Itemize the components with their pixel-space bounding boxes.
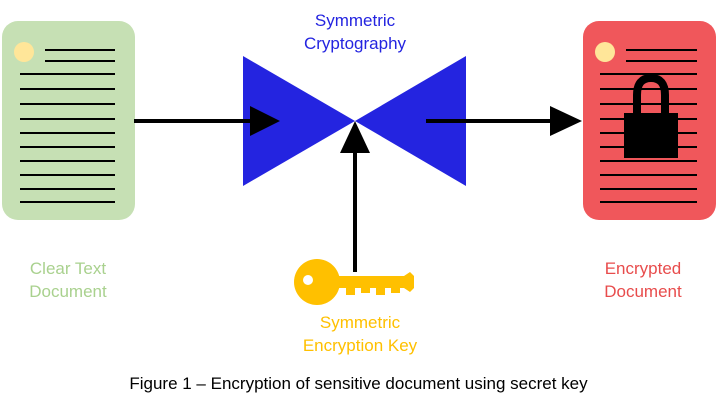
clear-document-dot	[14, 42, 34, 62]
figure-caption: Figure 1 – Encryption of sensitive docum…	[129, 374, 588, 393]
arrow-clear-to-crypto	[134, 106, 280, 136]
encrypted-label-line-1: Encrypted	[604, 259, 682, 278]
padlock-icon	[624, 73, 678, 158]
key-icon	[294, 259, 414, 305]
bowtie-right-triangle	[355, 56, 466, 186]
crypto-label-line-2: Cryptography	[303, 34, 407, 53]
bowtie-left-triangle	[243, 56, 355, 186]
clear-document-lines	[20, 49, 115, 203]
arrow-crypto-to-encrypted	[426, 106, 582, 136]
clear-label-line-1: Clear Text	[29, 259, 107, 278]
clear-text-document-label: Clear Text Document	[0, 257, 136, 303]
crypto-label-line-1: Symmetric	[314, 11, 396, 30]
encrypted-document-dot	[595, 42, 615, 62]
clear-label-line-2: Document	[29, 282, 107, 301]
clear-text-document	[2, 21, 135, 220]
key-label-line-2: Encryption Key	[302, 336, 418, 355]
encrypted-document-label: Encrypted Document	[568, 257, 717, 303]
cryptography-bowtie	[243, 56, 466, 186]
symmetric-key-label: Symmetric Encryption Key	[250, 311, 470, 357]
encrypted-label-line-2: Document	[604, 282, 682, 301]
key-label-line-1: Symmetric	[319, 313, 401, 332]
clear-document-body	[2, 21, 135, 220]
symmetric-cryptography-label: Symmetric Cryptography	[255, 9, 455, 55]
arrow-key-to-crypto	[340, 121, 370, 272]
arrows	[134, 106, 582, 272]
encrypted-document	[583, 21, 716, 220]
